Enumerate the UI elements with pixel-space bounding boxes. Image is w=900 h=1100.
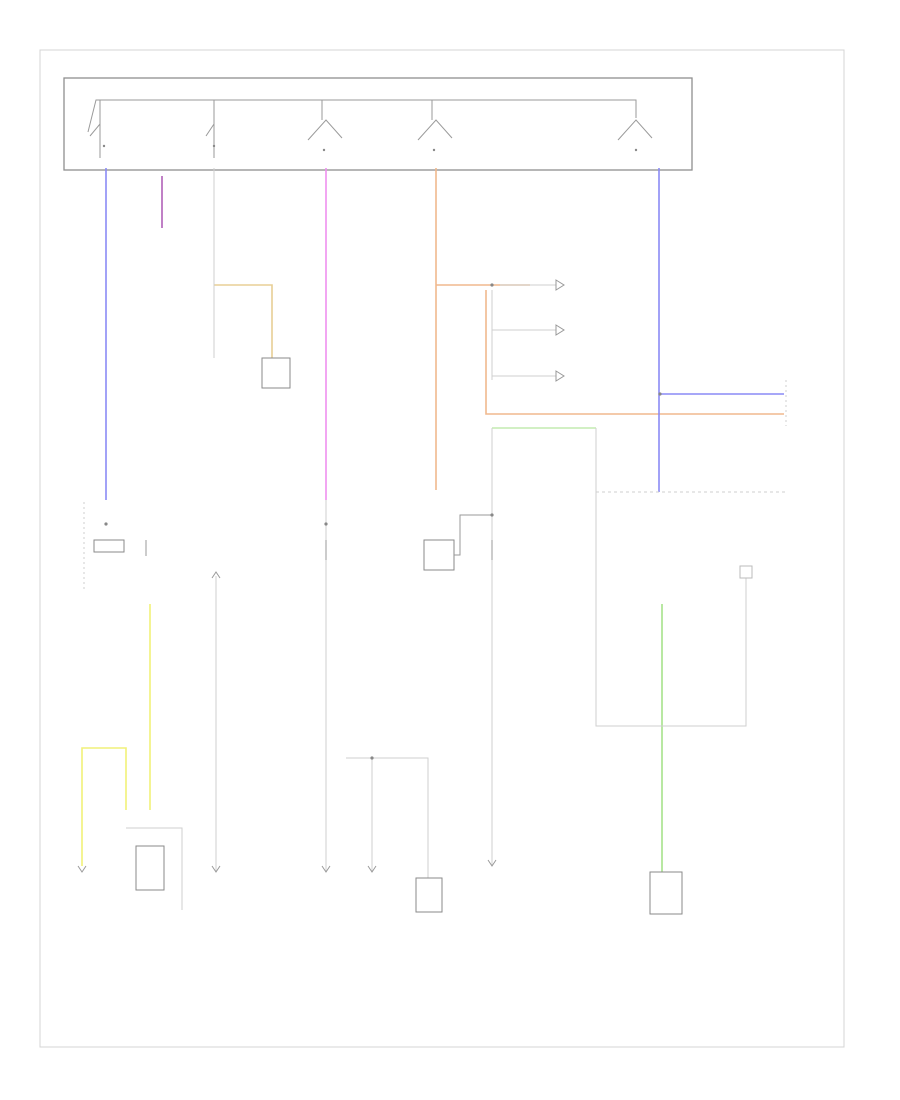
sensor-3-icon <box>555 370 565 382</box>
ground-2 <box>321 865 331 873</box>
splice-dot-5 <box>658 392 662 396</box>
splice-dot-2 <box>324 522 328 526</box>
switch-pin-2 <box>212 144 216 148</box>
splice-dot-6 <box>370 756 374 760</box>
wire-gray-lower-left <box>126 827 183 910</box>
sensor-2-icon <box>555 324 565 336</box>
ignition-switch-block <box>63 77 693 171</box>
switch-blade-3 <box>307 119 343 141</box>
wire-gray-mid-3 <box>346 757 429 878</box>
component-lower-1 <box>135 845 165 891</box>
ground-4 <box>487 859 497 867</box>
switch-blade-1 <box>89 123 101 137</box>
sensor-1-icon <box>555 279 565 291</box>
splice-dot-4 <box>490 283 494 287</box>
splice-dot-3 <box>104 522 108 526</box>
component-upper-left <box>261 357 291 389</box>
switch-pin-4 <box>432 148 436 152</box>
ignition-bus <box>87 99 637 133</box>
switch-blade-5 <box>617 119 653 141</box>
wire-orange-right <box>485 290 784 415</box>
ground-5 <box>211 865 221 873</box>
wire-gray-box <box>595 428 747 727</box>
ground-6 <box>77 865 87 873</box>
ground-1 <box>211 571 221 579</box>
switch-blade-2 <box>205 123 215 137</box>
switch-pin-1 <box>102 144 106 148</box>
switch-pin-5 <box>634 148 638 152</box>
component-relay <box>739 565 753 579</box>
component-lower-3 <box>649 871 683 915</box>
wire-yellow-loop <box>81 747 127 866</box>
fuse-block-left <box>93 539 125 553</box>
switch-pin-3 <box>322 148 326 152</box>
wire-tan <box>214 284 273 358</box>
splice-dot-1 <box>490 513 494 517</box>
fuse-block-mid <box>423 539 455 571</box>
switch-blade-4 <box>417 119 453 141</box>
diagram-frame <box>39 49 845 1048</box>
ground-3 <box>367 865 377 873</box>
component-lower-2 <box>415 877 443 913</box>
splice-mid <box>454 514 492 556</box>
